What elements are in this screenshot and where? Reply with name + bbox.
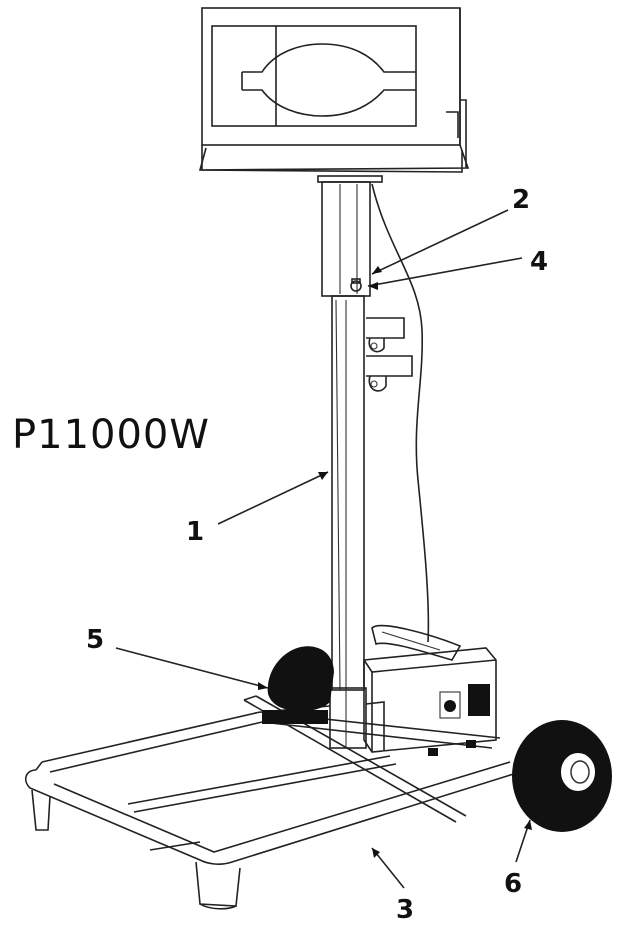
front-wheel: [512, 720, 612, 832]
leader-lines: [115, 209, 532, 889]
power-box: [363, 624, 497, 756]
callout-2: 2: [512, 185, 530, 215]
callout-6: 6: [504, 869, 522, 899]
callout-3: 3: [396, 895, 414, 925]
rear-wheel: [267, 646, 334, 712]
model-label: P11000W: [12, 412, 210, 458]
cable: [371, 183, 430, 643]
callout-5: 5: [86, 625, 104, 655]
column: [321, 181, 413, 749]
callout-1: 1: [186, 517, 204, 547]
callout-4: 4: [530, 247, 548, 277]
monitor-unit: [198, 7, 470, 183]
base-frame: [24, 695, 521, 910]
